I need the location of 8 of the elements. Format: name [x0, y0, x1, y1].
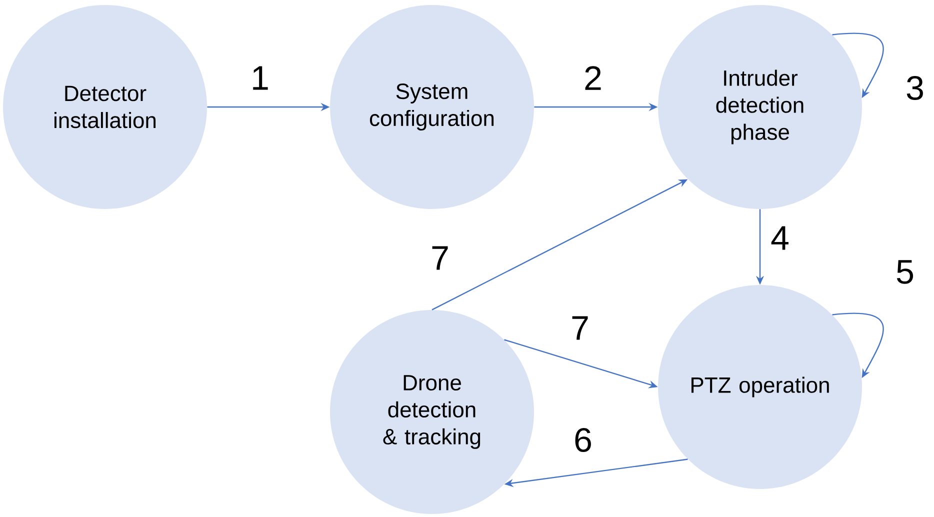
- edge-label: 7: [430, 245, 450, 271]
- edge-label: 3: [904, 74, 926, 102]
- edge-label: 2: [582, 65, 604, 91]
- edge-label: 5: [894, 259, 916, 285]
- edge-label: 6: [572, 426, 594, 454]
- edge-label: 7: [570, 315, 590, 341]
- edge-label: 4: [770, 225, 790, 251]
- edge-label: 1: [250, 65, 270, 91]
